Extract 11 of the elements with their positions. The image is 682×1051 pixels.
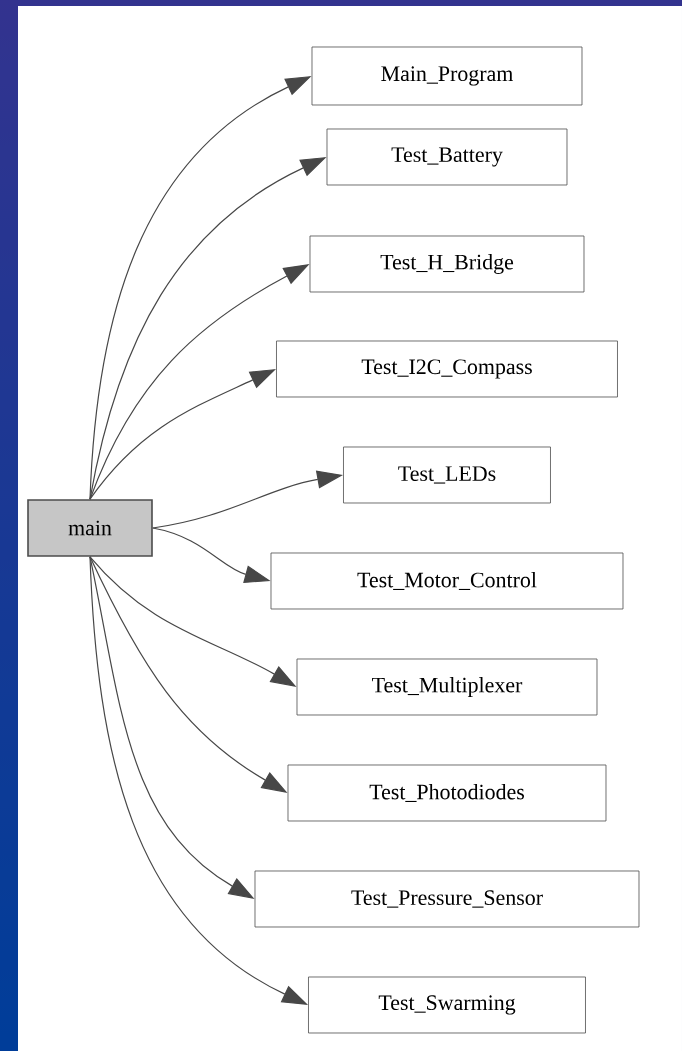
function-box: Test_LEDs — [343, 446, 551, 504]
function-box: Test_H_Bridge — [309, 235, 585, 293]
function-box: Main_Program — [311, 46, 583, 106]
function-box: Test_Swarming — [308, 976, 586, 1034]
function-box: Test_Battery — [326, 128, 568, 186]
function-box: Test_Photodiodes — [287, 764, 607, 822]
function-box: Test_I2C_Compass — [276, 340, 618, 398]
function-box: Test_Pressure_Sensor — [254, 870, 640, 928]
function-box: Test_Multiplexer — [296, 658, 598, 716]
function-box: Test_Motor_Control — [270, 552, 624, 610]
function-box: main — [27, 499, 153, 557]
